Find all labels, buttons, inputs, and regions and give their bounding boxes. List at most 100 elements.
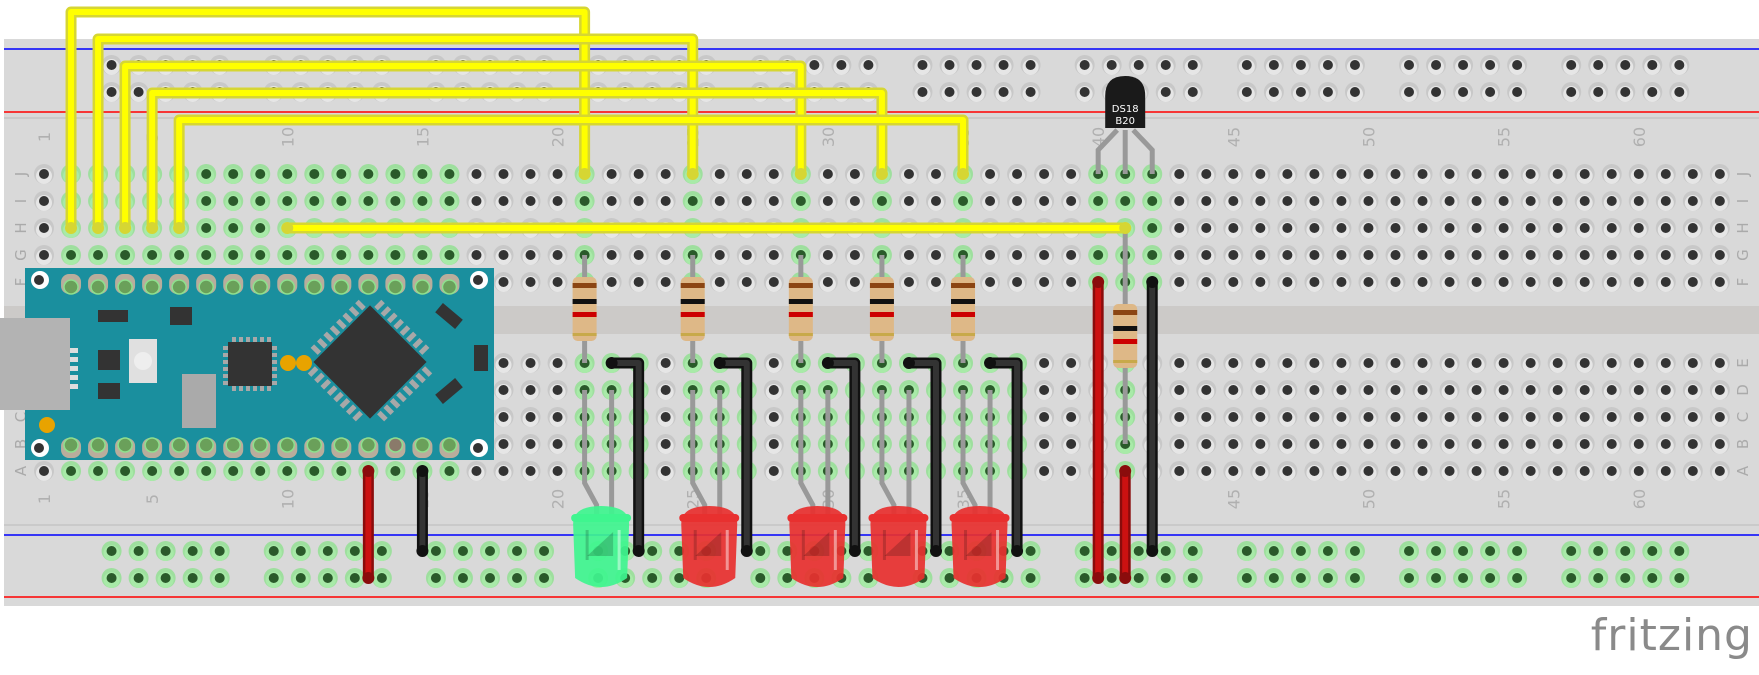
header-pin[interactable] [198, 437, 214, 453]
hole-D46 [1255, 385, 1266, 395]
reset-button-cap[interactable] [134, 352, 152, 370]
black-wire-led-5-end-a[interactable] [984, 357, 997, 369]
black-wire-led-5-end-b[interactable] [1011, 545, 1024, 557]
top-rail-hole-0-1-1 [133, 87, 144, 97]
header-pin[interactable] [387, 279, 404, 295]
black-wire-led-4-end-a[interactable] [902, 357, 915, 369]
header-pin[interactable] [414, 279, 431, 295]
header-pin[interactable] [414, 437, 431, 453]
header-pin[interactable] [90, 279, 106, 295]
hole-G1 [39, 250, 49, 260]
red-wire-sensor-vdd-end-a[interactable] [1092, 276, 1105, 288]
hole-C47 [1282, 412, 1293, 422]
header-pin[interactable] [306, 279, 323, 295]
header-pin[interactable] [306, 437, 323, 453]
black-wire-led-3-end-a[interactable] [821, 357, 834, 369]
header-pin[interactable] [252, 279, 268, 295]
hole-D48 [1309, 385, 1320, 395]
bottom-rail-hole-9-3-1 [1647, 573, 1658, 583]
yellow-wire-3-end-b[interactable] [794, 168, 807, 180]
red-wire-pullup-end-a[interactable] [1119, 465, 1132, 477]
black-wire-gnd-end-b[interactable] [416, 545, 429, 557]
header-pin[interactable] [252, 437, 268, 453]
black-wire-led-4[interactable] [905, 360, 939, 554]
black-wire-led-4-end-b[interactable] [929, 545, 942, 557]
bottom-rail-hole-8-3-0 [1485, 546, 1496, 556]
power-led [39, 417, 55, 433]
yellow-wire-2-end-b[interactable] [686, 168, 699, 180]
hole-G16 [444, 250, 455, 260]
voltage-regulator [182, 374, 216, 428]
header-pin[interactable] [144, 279, 160, 295]
header-pin[interactable] [117, 279, 133, 295]
yellow-wire-5-end-b[interactable] [957, 168, 970, 180]
red-wire-sensor-vdd-end-b[interactable] [1092, 572, 1105, 584]
header-pin[interactable] [171, 279, 187, 295]
yellow-wire-sensor-data-end-b[interactable] [1119, 222, 1132, 234]
yellow-wire-4-end-a[interactable] [146, 222, 159, 234]
red-wire-pullup-end-b[interactable] [1119, 572, 1132, 584]
header-pin[interactable] [387, 437, 404, 453]
black-wire-led-1-end-a[interactable] [605, 357, 618, 369]
header-pin[interactable] [90, 437, 106, 453]
header-pin[interactable] [225, 437, 241, 453]
header-pin[interactable] [333, 279, 350, 295]
header-pin[interactable] [144, 437, 160, 453]
black-wire-led-5[interactable] [987, 360, 1021, 554]
header-pin[interactable] [63, 279, 79, 295]
top-rail-hole-8-4-0 [1512, 60, 1523, 70]
black-wire-gnd-end-a[interactable] [416, 465, 429, 477]
yellow-wire-1-end-b[interactable] [578, 168, 591, 180]
yellow-wire-2-end-a[interactable] [92, 222, 105, 234]
black-wire-led-3[interactable] [824, 360, 858, 554]
bottom-rail-hole-9-1-1 [1593, 573, 1604, 583]
bottom-rail-hole-5-4-1 [1025, 573, 1036, 583]
top-rail-hole-6-0-1 [1079, 87, 1090, 97]
hole-F34 [930, 277, 941, 287]
ds18b20-sensor [1105, 76, 1146, 128]
header-pin[interactable] [117, 437, 133, 453]
hole-B54 [1471, 439, 1482, 449]
row-label-left-I: I [12, 199, 30, 203]
black-wire-sensor-gnd-end-b[interactable] [1146, 545, 1159, 557]
hole-G22 [606, 250, 617, 260]
yellow-wire-5[interactable] [176, 117, 967, 231]
yellow-wire-5-end-a[interactable] [173, 222, 186, 234]
hole-J7 [201, 169, 212, 179]
header-pin[interactable] [441, 437, 458, 453]
hole-G10 [282, 250, 293, 260]
top-rail-hole-6-1-0 [1106, 60, 1117, 70]
mount-hole [34, 275, 44, 285]
top-rail-hole-7-3-1 [1322, 87, 1333, 97]
header-pin[interactable] [360, 279, 377, 295]
hole-F20 [552, 277, 563, 287]
header-pin[interactable] [279, 279, 296, 295]
header-pin[interactable] [63, 437, 79, 453]
black-wire-led-1-end-b[interactable] [632, 545, 645, 557]
yellow-wire-4[interactable] [149, 90, 885, 231]
yellow-wire-4-end-b[interactable] [875, 168, 888, 180]
header-pin[interactable] [333, 437, 350, 453]
header-pin[interactable] [225, 279, 241, 295]
yellow-wire-sensor-data-end-a[interactable] [281, 222, 294, 234]
black-wire-led-1[interactable] [608, 360, 642, 554]
yellow-wire-1-end-a[interactable] [65, 222, 78, 234]
led-3-rim [787, 514, 848, 522]
header-pin[interactable] [441, 279, 458, 295]
black-wire-sensor-gnd-end-a[interactable] [1146, 276, 1159, 288]
yellow-wire-3-end-a[interactable] [119, 222, 132, 234]
black-wire-led-2-end-a[interactable] [713, 357, 726, 369]
black-wire-led-3-end-b[interactable] [848, 545, 861, 557]
top-rail-hole-5-4-0 [1025, 60, 1036, 70]
red-wire-5v-end-a[interactable] [362, 465, 375, 477]
black-wire-led-2-end-b[interactable] [740, 545, 753, 557]
hole-A50 [1363, 466, 1374, 476]
header-pin[interactable] [198, 279, 214, 295]
header-pin[interactable] [279, 437, 296, 453]
yellow-wire-2[interactable] [95, 36, 696, 231]
header-pin[interactable] [171, 437, 187, 453]
red-wire-5v-end-b[interactable] [362, 572, 375, 584]
hole-D28 [768, 385, 779, 395]
black-wire-led-2[interactable] [716, 360, 750, 554]
header-pin[interactable] [360, 437, 377, 453]
